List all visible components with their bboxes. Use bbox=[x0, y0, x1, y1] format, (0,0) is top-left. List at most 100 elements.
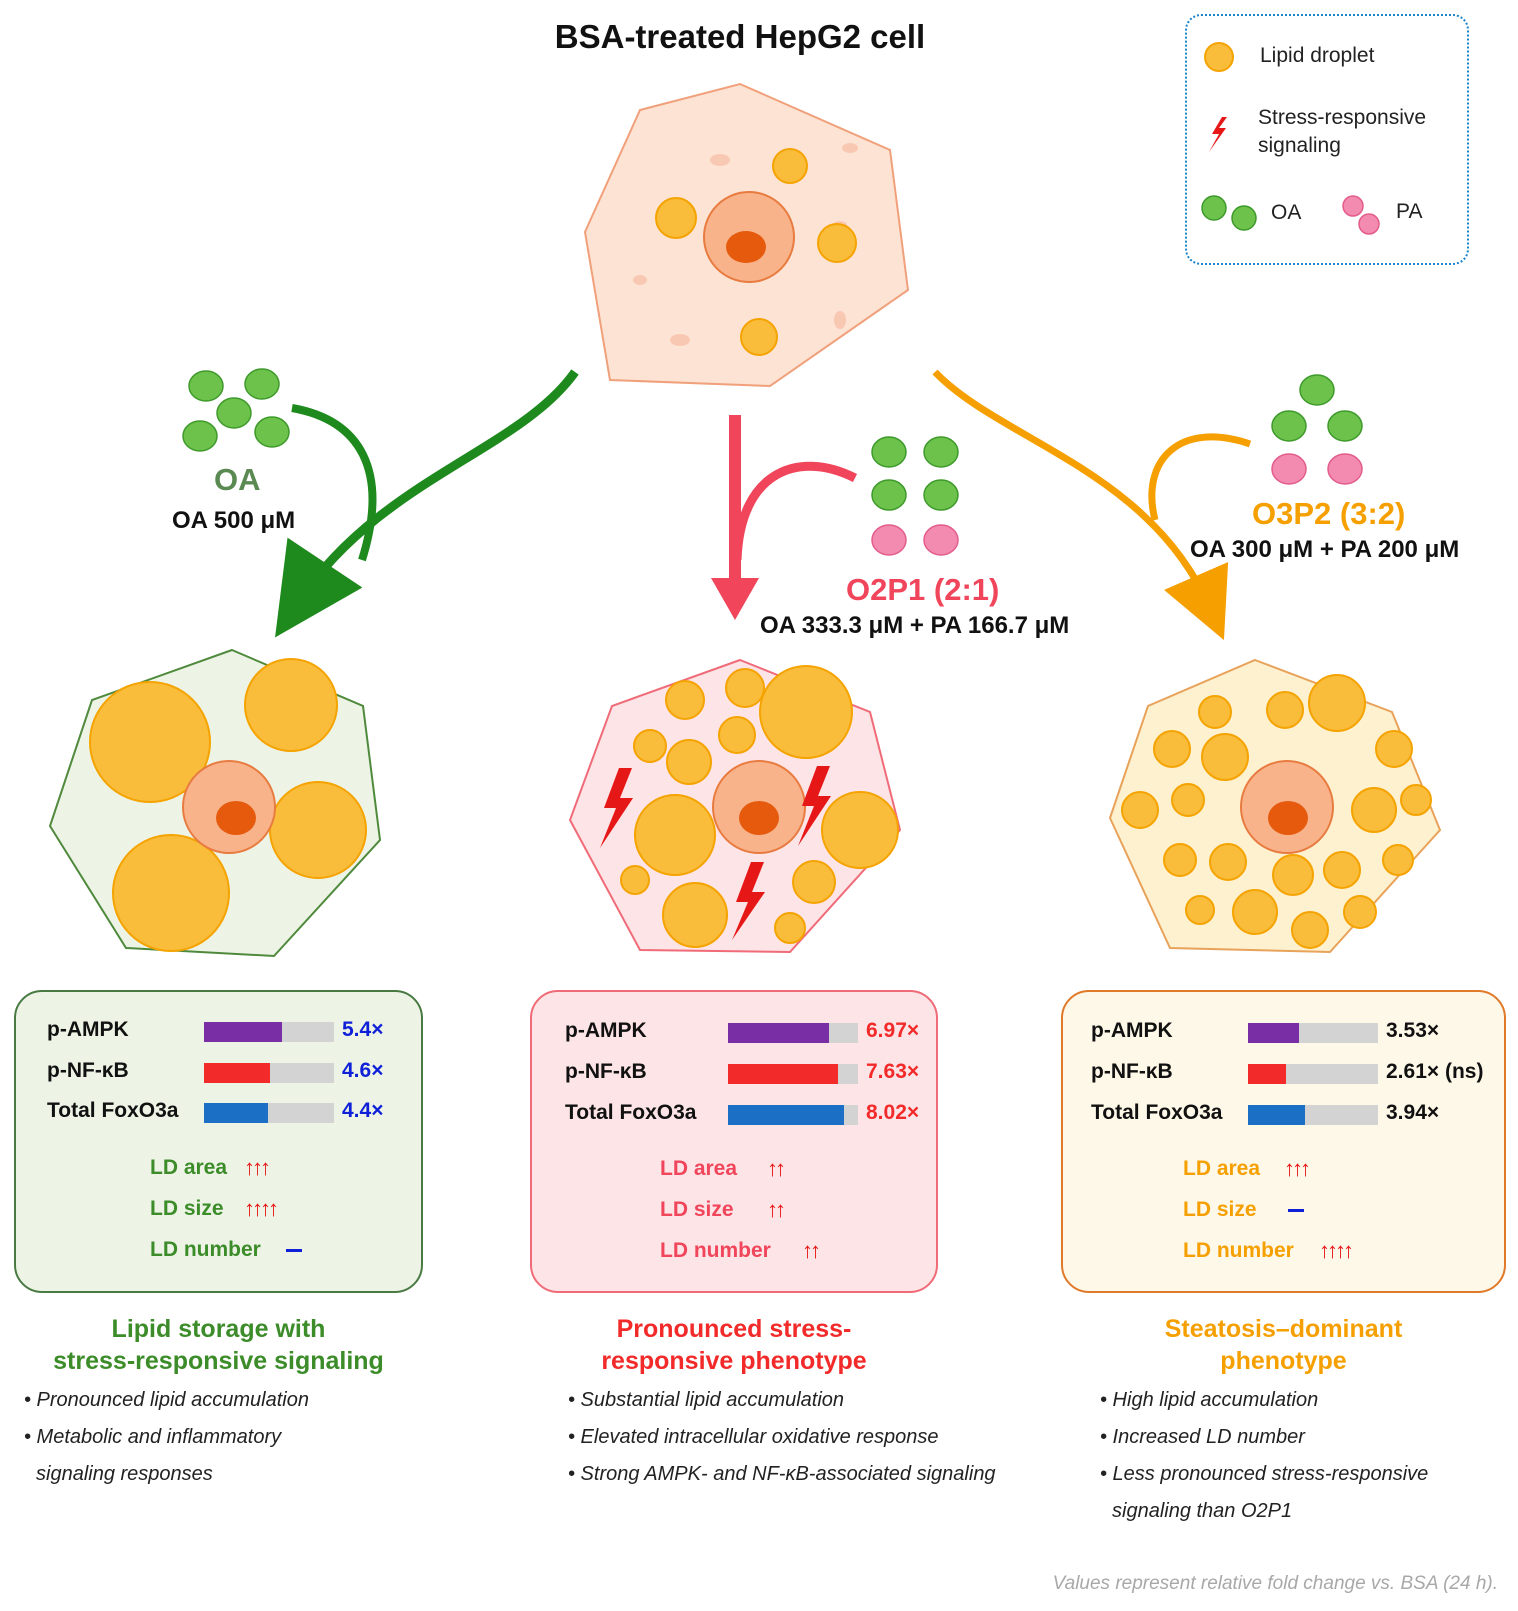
legend-lipid-droplet-label: Lipid droplet bbox=[1260, 44, 1375, 67]
lipid-droplet bbox=[792, 860, 836, 904]
p-ampk-bar-fill bbox=[204, 1022, 282, 1042]
legend-oa-label: OA bbox=[1271, 201, 1302, 224]
lightning-icon bbox=[600, 768, 633, 848]
pa-molecule-icon bbox=[1358, 213, 1380, 235]
bullet-item: • Elevated intracellular oxidative respo… bbox=[568, 1426, 939, 1448]
p-nfkb-bar bbox=[1248, 1064, 1378, 1084]
top-cell bbox=[583, 82, 910, 388]
o3p2-treatment-name: O3P2 (3:2) bbox=[1252, 496, 1406, 531]
lipid-droplet bbox=[1121, 791, 1159, 829]
lipid-droplet bbox=[1272, 854, 1314, 896]
lipid-droplet bbox=[244, 658, 338, 752]
o3p2-treatment-dose: OA 300 μM + PA 200 μM bbox=[1190, 536, 1460, 563]
o2p1-metrics-panel: p-AMPK 6.97× p-NF-κB 7.63× Total FoxO3a … bbox=[530, 990, 938, 1293]
ld-number-arrows: ↑↑↑↑ bbox=[1319, 1238, 1354, 1263]
oa-bullet-list: • Pronounced lipid accumulation • Metabo… bbox=[24, 1382, 309, 1493]
foxo3a-bar bbox=[204, 1103, 334, 1123]
heading-line: responsive phenotype bbox=[601, 1347, 867, 1375]
bullet-item: signaling than O2P1 bbox=[1112, 1500, 1293, 1522]
metric-label: p-AMPK bbox=[565, 1019, 647, 1042]
legend-stress-label-line1: Stress-responsive bbox=[1258, 106, 1427, 129]
oa-arrow bbox=[275, 369, 579, 638]
organelle bbox=[633, 275, 647, 285]
ld-size-label: LD size bbox=[1183, 1198, 1257, 1221]
lipid-droplet bbox=[772, 148, 808, 184]
bullet-item: • Less pronounced stress-responsive bbox=[1100, 1463, 1429, 1485]
oa-treatment-dose: OA 500 μM bbox=[172, 507, 296, 534]
metric-label: p-NF-κB bbox=[47, 1059, 129, 1082]
p-nfkb-bar-fill bbox=[204, 1063, 271, 1083]
metric-label: Total FoxO3a bbox=[1091, 1101, 1223, 1124]
metric-label: Total FoxO3a bbox=[47, 1099, 179, 1122]
metric-value: 8.02× bbox=[866, 1101, 920, 1124]
lipid-droplet bbox=[1343, 895, 1377, 929]
pa-molecule-icon bbox=[1342, 195, 1364, 217]
bullet-item: • Substantial lipid accumulation bbox=[568, 1389, 845, 1411]
lipid-droplet bbox=[759, 665, 853, 759]
lipid-droplet bbox=[1185, 895, 1215, 925]
nucleolus bbox=[216, 801, 256, 835]
bullet-item: • Pronounced lipid accumulation bbox=[24, 1389, 309, 1411]
bullet-item: • High lipid accumulation bbox=[1100, 1389, 1319, 1411]
legend bbox=[1185, 14, 1469, 265]
ld-area-arrows: ↑↑↑ bbox=[1284, 1156, 1311, 1181]
lightning-icon bbox=[798, 766, 831, 846]
heading-line: phenotype bbox=[1220, 1347, 1347, 1375]
lipid-droplet bbox=[1400, 784, 1432, 816]
p-nfkb-bar-fill bbox=[728, 1064, 839, 1084]
lipid-droplet bbox=[740, 318, 778, 356]
oa-side-arrow bbox=[291, 404, 377, 562]
o3p2-arrow bbox=[932, 369, 1229, 641]
o2p1-treatment-dose: OA 333.3 μM + PA 166.7 μM bbox=[760, 612, 1070, 639]
lipid-droplet bbox=[1375, 730, 1413, 768]
ld-number-label: LD number bbox=[660, 1239, 771, 1262]
p-ampk-bar bbox=[1248, 1023, 1378, 1043]
metric-label: p-AMPK bbox=[47, 1018, 129, 1041]
o2p1-side-arrow bbox=[732, 461, 858, 561]
lipid-droplet bbox=[1232, 889, 1278, 935]
ld-size-label: LD size bbox=[660, 1198, 734, 1221]
ld-number-label: LD number bbox=[1183, 1239, 1294, 1262]
lipid-droplet bbox=[634, 794, 716, 876]
p-ampk-bar bbox=[728, 1023, 858, 1043]
ld-size-arrows: ↑↑ bbox=[767, 1197, 786, 1222]
bullet-item: • Strong AMPK- and NF-κB-associated sign… bbox=[568, 1463, 996, 1485]
nucleolus bbox=[739, 801, 779, 835]
foxo3a-bar-fill bbox=[1248, 1105, 1305, 1125]
lipid-droplet bbox=[1323, 851, 1361, 889]
metric-label: p-NF-κB bbox=[565, 1060, 647, 1083]
lipid-droplet bbox=[1171, 783, 1205, 817]
foxo3a-bar-fill bbox=[204, 1103, 268, 1123]
lipid-droplet bbox=[725, 668, 765, 708]
oa-phenotype-heading: Lipid storage with stress-responsive sig… bbox=[14, 1313, 423, 1377]
ld-area-label: LD area bbox=[660, 1157, 738, 1180]
o2p1-treatment-name: O2P1 (2:1) bbox=[846, 572, 1000, 607]
organelle bbox=[842, 143, 858, 153]
lipid-droplet bbox=[1266, 691, 1304, 729]
lipid-droplet bbox=[666, 739, 712, 785]
lipid-droplet bbox=[821, 791, 899, 869]
p-nfkb-bar bbox=[728, 1064, 858, 1084]
nucleolus bbox=[1268, 801, 1308, 835]
o2p1-phenotype-heading: Pronounced stress- responsive phenotype bbox=[530, 1313, 938, 1377]
p-ampk-bar bbox=[204, 1022, 334, 1042]
lightning-icon bbox=[732, 862, 765, 940]
oa-metrics-panel: p-AMPK 5.4× p-NF-κB 4.6× Total FoxO3a 4.… bbox=[14, 990, 423, 1293]
bullet-item: signaling responses bbox=[36, 1463, 213, 1485]
o3p2-molecules bbox=[1271, 374, 1363, 485]
metric-value: 3.53× bbox=[1386, 1019, 1440, 1042]
organelle bbox=[834, 311, 846, 329]
p-nfkb-bar-fill bbox=[1248, 1064, 1286, 1084]
metric-value: 4.6× bbox=[342, 1059, 384, 1082]
lightning-icon bbox=[1209, 117, 1227, 152]
ld-size-label: LD size bbox=[150, 1197, 224, 1220]
oa-treatment-name: OA bbox=[214, 462, 261, 497]
heading-line: stress-responsive signaling bbox=[53, 1347, 384, 1375]
oa-molecule-icon bbox=[1231, 205, 1257, 231]
o2p1-bullet-list: • Substantial lipid accumulation • Eleva… bbox=[568, 1382, 996, 1493]
metric-label: p-NF-κB bbox=[1091, 1060, 1173, 1083]
organelle bbox=[710, 154, 730, 166]
lipid-droplet bbox=[1291, 911, 1329, 949]
o2p1-cell bbox=[568, 658, 902, 954]
